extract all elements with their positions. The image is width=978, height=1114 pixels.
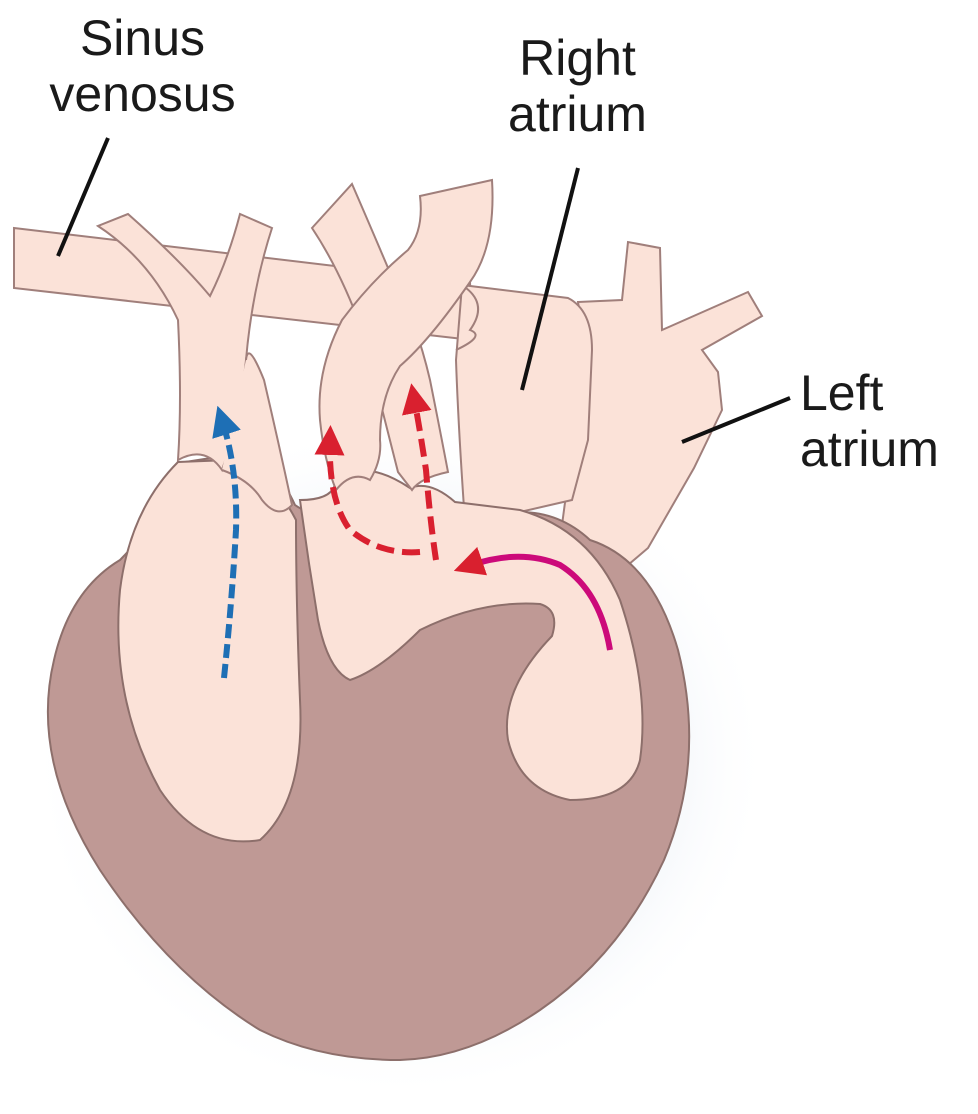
label-sinus-venosus: Sinus venosus	[20, 10, 265, 122]
label-right-atrium-line1: Right	[470, 30, 685, 86]
label-right-atrium-line2: atrium	[470, 86, 685, 142]
label-left-atrium-line1: Left	[800, 365, 978, 421]
label-left-atrium-line2: atrium	[800, 421, 978, 477]
label-right-atrium: Right atrium	[470, 30, 685, 142]
label-left-atrium: Left atrium	[800, 365, 978, 477]
label-sinus-venosus-line2: venosus	[20, 66, 265, 122]
label-sinus-venosus-line1: Sinus	[20, 10, 265, 66]
